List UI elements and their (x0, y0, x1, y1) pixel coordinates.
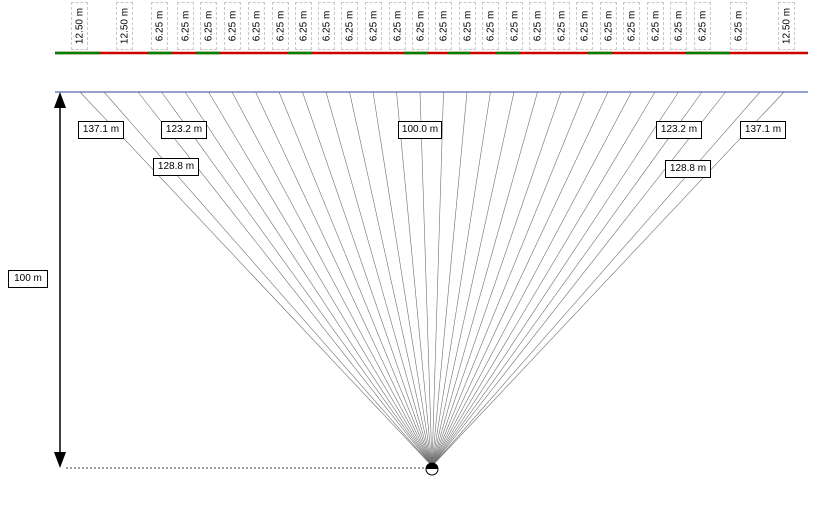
sight-ray (431, 91, 468, 467)
sight-ray (103, 91, 433, 467)
sight-ray (431, 91, 656, 467)
sight-ray (349, 91, 433, 467)
sight-ray (431, 91, 515, 467)
segment-label: 6.25 m (224, 2, 241, 50)
segment-label: 6.25 m (647, 2, 664, 50)
segment-label: 6.25 m (272, 2, 289, 50)
segment-label: 6.25 m (435, 2, 452, 50)
sight-ray (372, 91, 433, 467)
sight-ray (208, 91, 433, 467)
distance-label: 128.8 m (665, 160, 711, 178)
sight-ray (431, 91, 538, 467)
sight-ray (431, 91, 632, 467)
sight-ray (325, 91, 433, 467)
segment-label: 6.25 m (177, 2, 194, 50)
segment-label: 6.25 m (482, 2, 499, 50)
distance-label: 123.2 m (161, 121, 207, 139)
segment-label: 6.25 m (670, 2, 687, 50)
height-arrow-bottom (54, 452, 66, 468)
segment-label: 6.25 m (318, 2, 335, 50)
sight-ray (431, 91, 585, 467)
distance-label: 137.1 m (78, 121, 124, 139)
segment-label: 6.25 m (295, 2, 312, 50)
sight-ray (396, 91, 433, 467)
sight-ray (184, 91, 433, 467)
sight-ray (137, 91, 433, 467)
distance-label: 137.1 m (740, 121, 786, 139)
sight-ray (431, 91, 726, 467)
sight-ray (431, 91, 785, 467)
sight-ray (431, 91, 562, 467)
sight-rays (79, 91, 785, 467)
segment-label: 6.25 m (730, 2, 747, 50)
segment-label: 6.25 m (341, 2, 358, 50)
segment-label: 6.25 m (694, 2, 711, 50)
segment-label: 6.25 m (151, 2, 168, 50)
distance-label: 100.0 m (398, 121, 442, 139)
sight-ray (419, 91, 433, 467)
segment-label: 6.25 m (365, 2, 382, 50)
segment-label: 6.25 m (529, 2, 546, 50)
distance-label: 128.8 m (153, 158, 199, 176)
sight-ray (431, 91, 703, 467)
segment-label: 6.25 m (553, 2, 570, 50)
segment-label: 12.50 m (116, 2, 133, 50)
segment-label: 12.50 m (778, 2, 795, 50)
sight-ray (431, 91, 444, 467)
segment-label: 6.25 m (600, 2, 617, 50)
segment-label: 6.25 m (459, 2, 476, 50)
segment-label: 6.25 m (576, 2, 593, 50)
segment-label: 6.25 m (623, 2, 640, 50)
sight-ray (431, 91, 679, 467)
sight-ray (431, 91, 761, 467)
segment-label: 12.50 m (71, 2, 88, 50)
segment-label: 6.25 m (389, 2, 406, 50)
segment-label: 6.25 m (506, 2, 523, 50)
segment-label: 6.25 m (412, 2, 429, 50)
sight-ray (255, 91, 433, 467)
segment-label: 6.25 m (248, 2, 265, 50)
height-arrow-top (54, 92, 66, 108)
height-label: 100 m (8, 270, 48, 288)
observer-point (425, 462, 439, 476)
segment-label: 6.25 m (200, 2, 217, 50)
sight-ray (79, 91, 433, 467)
sight-ray (231, 91, 433, 467)
distance-label: 123.2 m (656, 121, 702, 139)
sight-ray (302, 91, 433, 467)
sight-ray (431, 91, 609, 467)
sight-ray (431, 91, 491, 467)
sight-ray (161, 91, 433, 467)
sight-ray (278, 91, 433, 467)
